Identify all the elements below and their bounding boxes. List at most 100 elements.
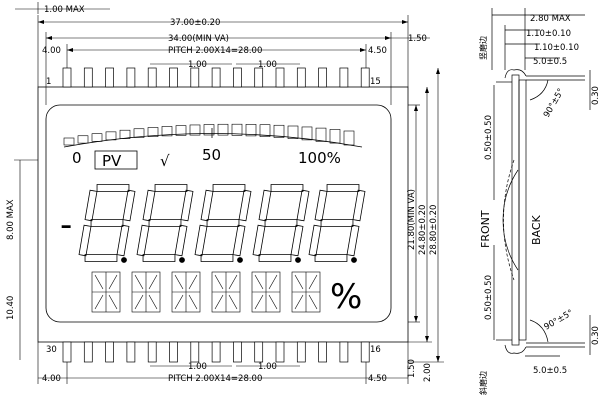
segment	[174, 294, 184, 310]
bargraph-segment	[287, 125, 299, 139]
pv-box	[94, 150, 138, 170]
segment	[142, 189, 156, 222]
segment	[148, 274, 158, 290]
sixteen-segment-char	[291, 271, 321, 313]
scale-hundred: 100%	[298, 149, 341, 167]
segment	[308, 294, 318, 310]
dim-right-gap-top: 1.50	[408, 34, 427, 44]
decimal-point	[179, 257, 185, 263]
dim-outline-height: 24.80±0.20	[418, 205, 428, 255]
dim-pin-width-top-1: 1.00	[188, 60, 207, 70]
scale-zero: 0	[72, 149, 82, 167]
side-angle-bottom: 90°±5°	[543, 308, 576, 333]
seven-segment-digit	[136, 184, 194, 263]
bargraph-segment	[343, 130, 355, 146]
top-pin	[339, 67, 349, 88]
top-pin	[190, 67, 200, 88]
segment	[212, 184, 246, 192]
bargraph	[63, 123, 355, 146]
bottom-pin	[233, 341, 242, 363]
sixteen-segment-char	[171, 271, 201, 313]
segment	[264, 219, 298, 227]
segment	[320, 219, 354, 227]
side-back-label: BACK	[530, 214, 543, 245]
bargraph-segment	[203, 124, 215, 136]
bottom-pin	[275, 341, 285, 363]
scale-fifty: 50	[202, 146, 221, 164]
bottom-pin	[318, 341, 327, 363]
segment	[206, 219, 240, 227]
segment	[188, 274, 198, 290]
segment	[346, 224, 360, 257]
bottom-pin	[169, 341, 178, 363]
pin-number-30: 30	[46, 345, 57, 355]
side-gap-bottom: 0.50±0.50	[484, 275, 494, 320]
side-angle-top: 90°±5°	[542, 87, 567, 120]
front-view	[37, 86, 409, 343]
segment	[148, 294, 158, 310]
bottom-pin	[126, 341, 136, 363]
top-pin	[169, 67, 178, 88]
sixteen-segment-char	[131, 271, 161, 313]
seven-segment-digit	[78, 184, 136, 263]
decimal-point	[237, 257, 243, 263]
segment	[254, 274, 264, 290]
top-pin	[105, 67, 114, 88]
sixteen-segment-char	[211, 271, 241, 313]
seven-segment-digit	[252, 184, 310, 263]
segment	[174, 224, 188, 257]
segment	[194, 224, 208, 257]
dim-va-height: 21.80(MIN VA)	[407, 189, 417, 250]
bargraph-segment	[329, 129, 341, 144]
side-edge-bottom: 0.30	[591, 326, 600, 345]
side-front-label: FRONT	[479, 210, 492, 248]
percent-sign: %	[330, 277, 362, 317]
bargraph-segment	[217, 123, 229, 136]
segment	[228, 274, 238, 290]
segment	[108, 294, 118, 310]
bargraph-segment	[133, 128, 145, 138]
dim-left-lower: 10.40	[6, 296, 16, 320]
top-pin	[126, 67, 136, 88]
segment	[148, 219, 182, 227]
side-dim-pin-length-top: 5.0±0.5	[533, 57, 567, 67]
segment	[90, 219, 124, 227]
top-pin	[211, 67, 221, 88]
dim-bottom-height: 2.00	[423, 363, 433, 382]
top-dimension-lines	[15, 2, 430, 105]
segment	[200, 254, 234, 262]
segment	[258, 189, 272, 222]
decimal-point	[351, 257, 357, 263]
bargraph-arc	[63, 133, 363, 148]
segment	[84, 254, 118, 262]
dim-pin-width-bottom-1: 1.00	[188, 362, 207, 372]
top-pin	[83, 67, 93, 88]
segment	[174, 274, 184, 290]
bottom-pin	[190, 341, 200, 363]
bottom-pin	[62, 341, 72, 363]
bottom-pin	[211, 341, 221, 363]
segment	[214, 294, 224, 310]
top-pin	[233, 67, 242, 88]
top-pin	[296, 67, 306, 88]
segment	[290, 224, 304, 257]
segment	[84, 189, 98, 222]
segment	[254, 294, 264, 310]
dim-pin-width-bottom-2: 1.00	[258, 362, 277, 372]
view-area-outline	[45, 104, 392, 323]
bargraph-segment	[315, 127, 327, 142]
bargraph-segment	[161, 126, 173, 137]
bottom-pin	[83, 341, 93, 363]
bargraph-segment	[273, 124, 285, 138]
bargraph-segment	[189, 124, 201, 136]
bargraph-segment	[259, 124, 271, 137]
side-edge-top: 0.30	[591, 86, 600, 105]
bottom-pin	[147, 341, 157, 363]
decimal-point	[121, 257, 127, 263]
dim-pitch-top: PITCH 2.00X14=28.00	[168, 46, 262, 56]
segment	[228, 294, 238, 310]
segment	[252, 224, 266, 257]
dim-1-max: 1.00 MAX	[44, 5, 85, 15]
dim-overall-width: 37.00±0.20	[170, 18, 220, 28]
